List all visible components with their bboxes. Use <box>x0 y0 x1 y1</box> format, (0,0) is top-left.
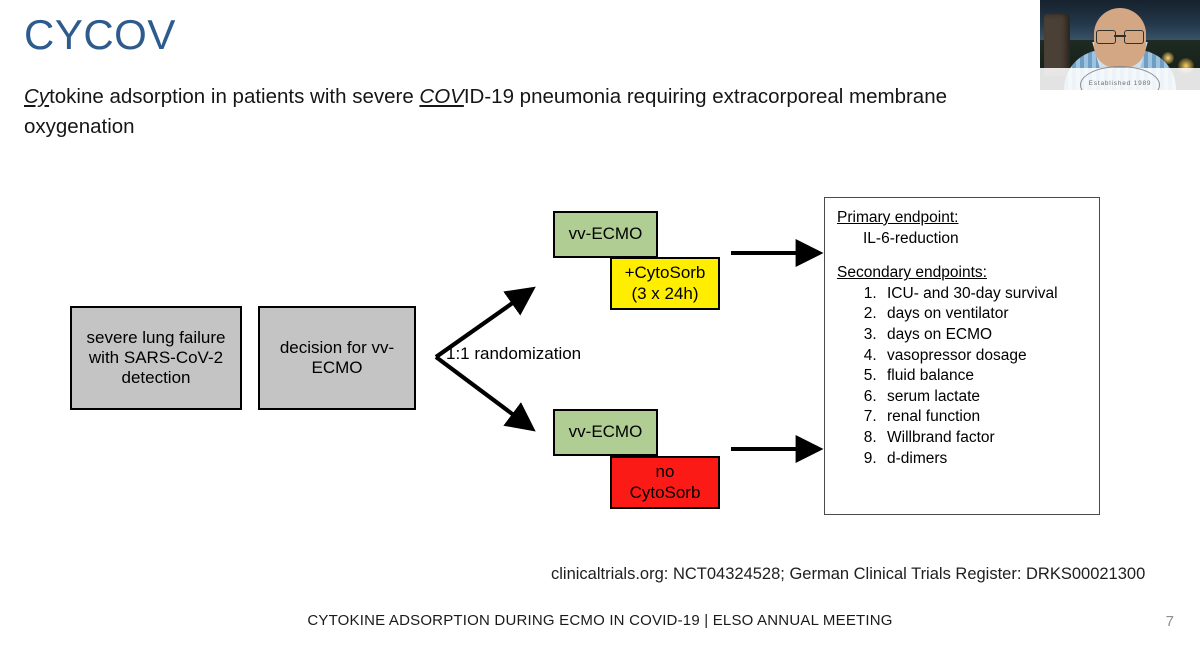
primary-endpoint-value: IL-6-reduction <box>863 229 959 247</box>
randomization-label: 1:1 randomization <box>446 344 582 363</box>
list-item: d-dimers <box>881 449 1091 470</box>
box-control-ecmo: vv-ECMO <box>553 409 658 456</box>
list-item: renal function <box>881 407 1091 428</box>
list-item: days on ECMO <box>881 325 1091 346</box>
box-endpoints: Primary endpoint: IL-6-reduction Seconda… <box>824 197 1100 515</box>
secondary-endpoints-list: ICU- and 30-day survivaldays on ventilat… <box>837 284 1091 469</box>
list-item: fluid balance <box>881 366 1091 387</box>
subtitle-text-2: ID-19 pneumonia requiring extracorporeal… <box>24 85 948 138</box>
primary-endpoint-heading: Primary endpoint: <box>837 209 959 226</box>
list-item: days on ventilator <box>881 304 1091 325</box>
footer-title: CYTOKINE ADSORPTION DURING ECMO IN COVID… <box>307 612 893 629</box>
slide-subtitle: Cytokine adsorption in patients with sev… <box>24 82 1034 141</box>
webcam-person-head <box>1094 8 1146 68</box>
webcam-overlay-label: Established 1989 <box>1088 80 1152 87</box>
box-treatment-cytosorb: +CytoSorb (3 x 24h) <box>610 257 720 310</box>
page-number: 7 <box>1165 613 1174 630</box>
glasses-icon <box>1096 30 1144 44</box>
endpoint-spacer <box>837 249 1091 263</box>
subtitle-cy-underline: Cy <box>24 85 50 108</box>
webcam-background-tower <box>1044 14 1070 76</box>
box-population: severe lung failure with SARS-CoV-2 dete… <box>70 306 242 410</box>
list-item: ICU- and 30-day survival <box>881 284 1091 305</box>
list-item: Willbrand factor <box>881 428 1091 449</box>
list-item: serum lactate <box>881 387 1091 408</box>
trial-registry-line: clinicaltrials.org: NCT04324528; German … <box>551 565 1146 583</box>
box-treatment-ecmo: vv-ECMO <box>553 211 658 258</box>
secondary-endpoints-heading: Secondary endpoints: <box>837 264 987 282</box>
page-title: CYCOV <box>24 11 176 58</box>
subtitle-cov-underline: COV <box>419 85 464 108</box>
list-item: vasopressor dosage <box>881 346 1091 367</box>
subtitle-text-1: tokine adsorption in patients with sever… <box>49 85 420 108</box>
webcam-video-thumbnail[interactable]: Established 1989 <box>1040 0 1200 90</box>
box-control-no-cytosorb: no CytoSorb <box>610 456 720 509</box>
box-decision: decision for vv- ECMO <box>258 306 416 410</box>
